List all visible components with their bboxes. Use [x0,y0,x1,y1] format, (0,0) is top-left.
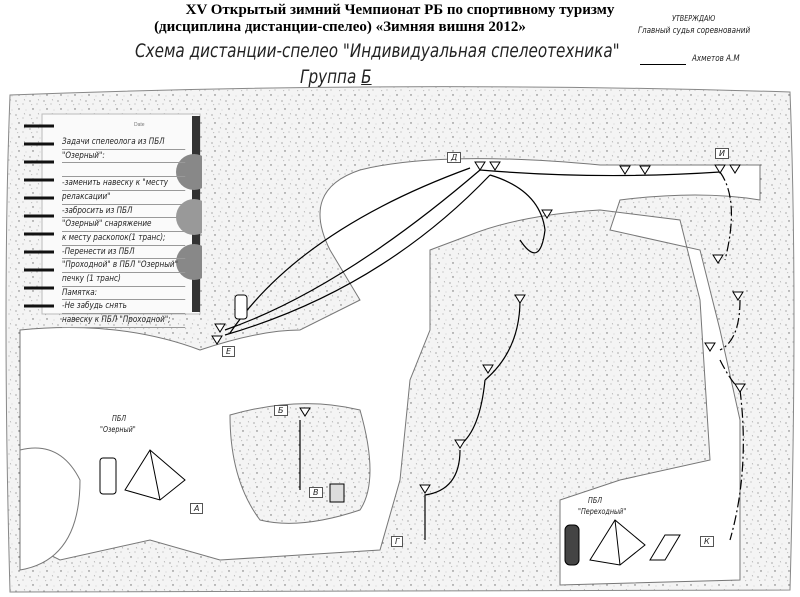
point-k: К [700,536,714,547]
rope-g-3 [424,449,461,540]
task-line: Памятка: [62,287,186,301]
title-line-1: XV Открытый зимний Чемпионат РБ по спорт… [185,2,615,18]
task-line: -забросить из ПБЛ [62,205,186,219]
group-letter: Б [361,66,372,88]
task-line [62,163,186,178]
point-e: Е [222,346,236,357]
task-line: релаксации" [62,191,186,205]
scheme-subtitle: Схема дистанции-спелео "Индивидуальная с… [135,40,620,62]
camp-ozerny-line1: ПБЛ [112,414,127,423]
group-label: Группа Б [300,66,372,88]
rope-g-1 [484,299,521,381]
camp-perehodny-line1: ПБЛ [588,496,603,505]
point-g: Г [391,536,404,547]
passage-lake [19,447,81,571]
anchor-markers [211,161,746,494]
task-line: к месту раскопок(1 транс); [62,232,186,246]
passage-left [19,158,761,586]
date-label: Date [134,122,145,128]
task-line: -заменить навеску к "месту [62,177,186,191]
rope-i-k [719,171,744,541]
task-line: печку (1 транс) [62,273,186,287]
task-line: -Не забудь снять [62,300,186,315]
task-notebook: Date Задачи спелеолога из ПБЛ "Озерный":… [22,112,202,328]
approval-line3: Ахметов А.М [692,54,740,64]
rope-d-i [479,169,721,177]
rope-e-d-1 [224,169,481,331]
tent-perehodny-icon [589,519,646,566]
notebook-graphic [24,113,202,315]
title-line-2: (дисциплина дистанции-спелео) «Зимняя ви… [154,19,526,35]
task-list: Задачи спелеолога из ПБЛ "Озерный": -зам… [62,136,186,328]
mat-icon [649,534,681,561]
task-line: "Озерный" снаряжение [62,218,186,232]
task-line: "Озерный": [62,150,186,164]
rock-icon [564,524,580,566]
point-a: А [190,503,204,514]
point-d: Д [447,152,462,163]
gear-bag-icon [234,294,248,320]
task-line: Задачи спелеолога из ПБЛ [62,136,186,150]
stove-ozerny-icon [99,457,117,495]
task-line: навеску к ПБЛ "Проходной"; [62,314,186,328]
task-line: "Проходной" в ПБЛ "Озерный" [62,259,186,274]
point-i: И [715,148,729,159]
rope-d-g1 [489,174,546,254]
approval-line2: Главный судья соревнований [638,26,751,36]
signature-line [640,64,686,65]
camp-ozerny-line2: "Озерный" [100,425,136,434]
camp-perehodny-line2: "Переходный" [578,507,627,516]
tent-ozerny-icon [124,449,186,501]
rope-e-d-2 [224,174,491,336]
task-line: -Перенести из ПБЛ [62,246,186,260]
rope-e-d-3 [229,167,471,334]
point-v: В [309,487,323,498]
toilet-icon [329,483,345,503]
point-b: Б [274,405,288,416]
approval-line1: УТВЕРЖДАЮ [672,14,716,23]
group-prefix: Группа [300,66,362,88]
